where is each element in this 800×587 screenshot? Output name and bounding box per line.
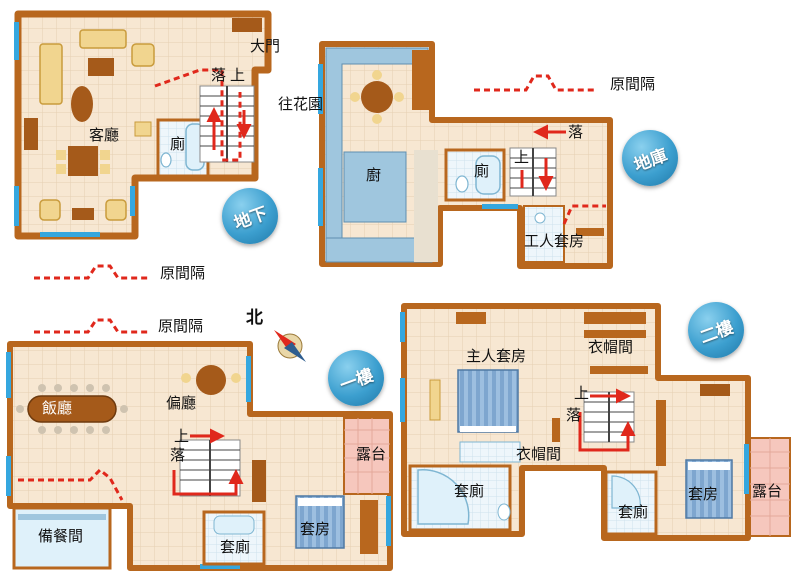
label-ground-toilet: 廁 xyxy=(474,162,490,180)
ground-plan xyxy=(318,41,613,269)
label-main-door: 大門 xyxy=(250,37,281,55)
badge-ground: 地庫 xyxy=(622,130,678,186)
legend-original-partition-3: 原間隔 xyxy=(158,317,204,335)
second-floor-plan xyxy=(400,303,791,541)
label-side-hall: 偏廳 xyxy=(166,394,197,412)
legend-lines xyxy=(34,74,596,334)
label-wardrobe-1: 衣帽間 xyxy=(588,338,634,356)
label-living-room: 客廳 xyxy=(89,126,120,144)
basement-plan xyxy=(14,10,272,240)
label-basement-stair-down: 落 xyxy=(211,66,227,84)
label-basement-stair-up: 上 xyxy=(230,66,246,84)
label-ground-stair-up: 上 xyxy=(514,148,530,166)
compass-icon xyxy=(274,330,306,362)
label-second-bathroom-2: 套廁 xyxy=(618,503,649,521)
label-master-suite: 主人套房 xyxy=(466,347,527,365)
label-second-bathroom-1: 套廁 xyxy=(454,482,485,500)
first-floor-plan xyxy=(6,341,393,571)
badge-basement: 地下 xyxy=(222,188,278,244)
label-second-stair-down: 落 xyxy=(566,406,582,424)
label-first-stair-down: 落 xyxy=(170,446,186,464)
label-wardrobe-2: 衣帽間 xyxy=(516,445,562,463)
badge-second: 二樓 xyxy=(688,302,744,358)
label-first-ensuite: 套房 xyxy=(300,520,331,538)
label-first-balcony: 露台 xyxy=(356,445,387,463)
legend-original-partition-2: 原間隔 xyxy=(160,264,206,282)
label-pantry: 備餐間 xyxy=(38,527,84,545)
label-second-stair-up: 上 xyxy=(574,384,590,402)
badge-first: 一樓 xyxy=(328,350,384,406)
label-ground-stair-down: 落 xyxy=(568,123,584,141)
compass-north-label: 北 xyxy=(246,308,263,328)
label-basement-toilet: 廁 xyxy=(170,135,186,153)
label-first-stair-up: 上 xyxy=(174,427,190,445)
label-second-balcony: 露台 xyxy=(752,482,783,500)
label-kitchen: 廚 xyxy=(366,166,382,184)
label-maid-room: 工人套房 xyxy=(524,232,585,250)
label-second-ensuite: 套房 xyxy=(688,485,719,503)
label-first-bathroom: 套廁 xyxy=(220,538,251,556)
label-to-garden: 往花園 xyxy=(278,95,324,113)
legend-original-partition-1: 原間隔 xyxy=(610,75,656,93)
label-dining: 飯廳 xyxy=(42,399,73,417)
